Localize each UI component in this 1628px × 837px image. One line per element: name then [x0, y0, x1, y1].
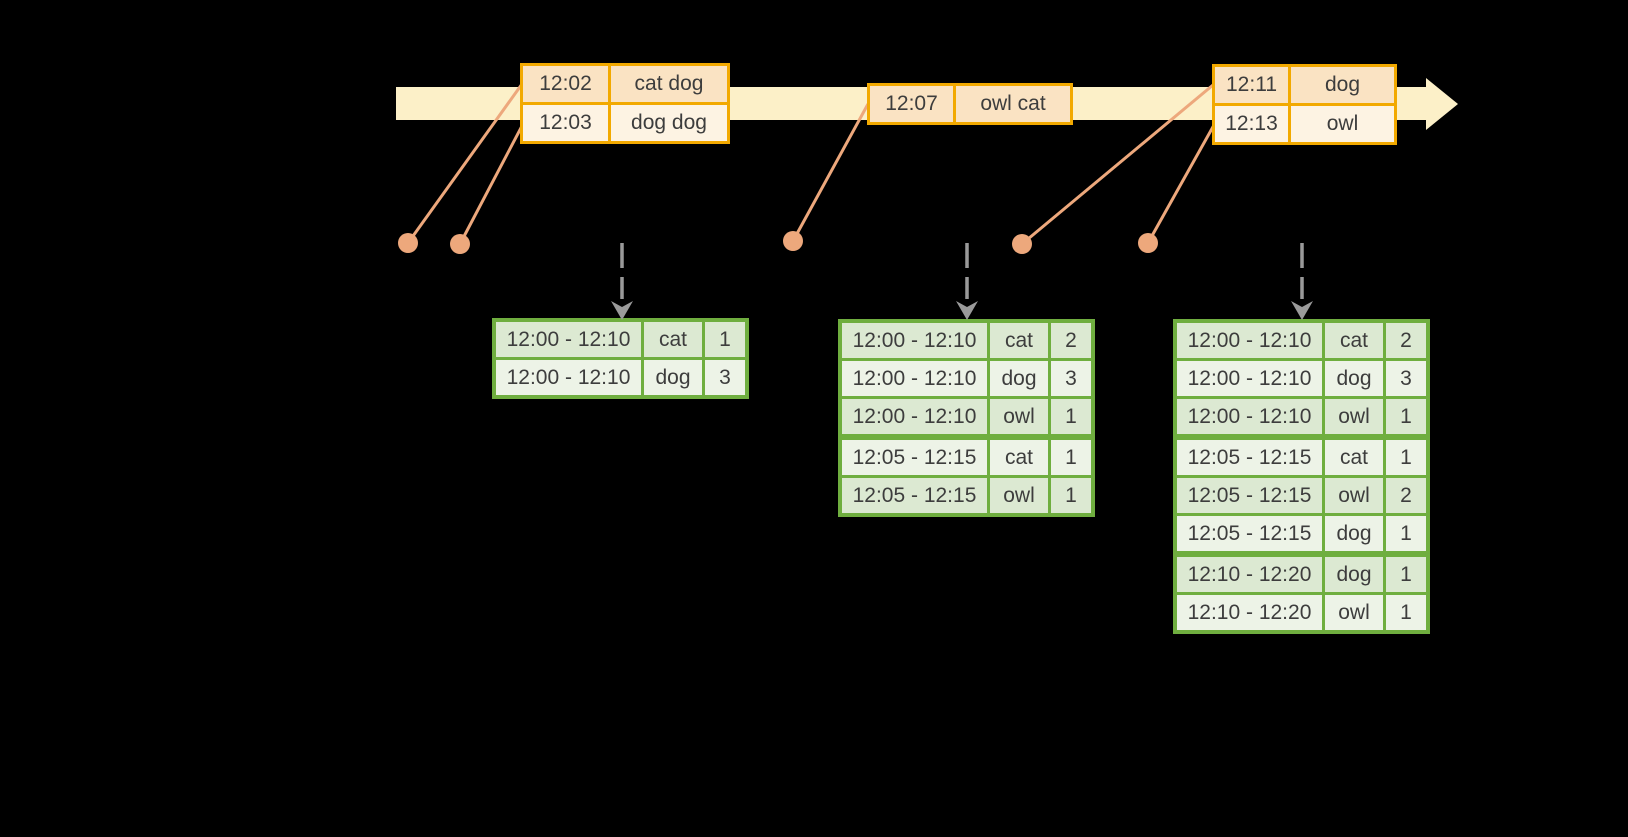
event-time-cell: 12:07: [870, 86, 953, 122]
window-cell: 12:00 - 12:10: [496, 322, 641, 357]
window-cell: 12:10 - 12:20: [1177, 595, 1322, 630]
result-row: 12:00 - 12:10 owl 1: [842, 399, 1091, 434]
count-cell: 2: [1386, 478, 1426, 513]
word-cell: cat: [990, 323, 1048, 358]
word-cell: dog: [990, 361, 1048, 396]
result-row: 12:10 - 12:20 owl 1: [1177, 595, 1426, 630]
event-table-2: 12:07 owl cat: [867, 83, 1073, 125]
result-row: 12:05 - 12:15 owl 1: [842, 478, 1091, 513]
window-cell: 12:00 - 12:10: [1177, 323, 1322, 358]
event-words-cell: dog dog: [611, 105, 727, 141]
event-dot: [1012, 234, 1032, 254]
window-cell: 12:00 - 12:10: [842, 399, 987, 434]
trigger-arrowhead-icon: [1291, 301, 1313, 320]
word-cell: cat: [990, 440, 1048, 475]
event-row: 12:13 owl: [1215, 106, 1394, 142]
word-cell: owl: [990, 478, 1048, 513]
window-cell: 12:05 - 12:15: [1177, 440, 1322, 475]
event-row: 12:03 dog dog: [523, 105, 727, 141]
window-cell: 12:10 - 12:20: [1177, 557, 1322, 592]
word-cell: cat: [644, 322, 702, 357]
event-row: 12:07 owl cat: [870, 86, 1070, 122]
event-dot: [783, 231, 803, 251]
result-row: 12:05 - 12:15 dog 1: [1177, 516, 1426, 551]
word-cell: dog: [644, 360, 702, 395]
event-table-3: 12:11 dog 12:13 owl: [1212, 64, 1397, 145]
count-cell: 1: [1386, 595, 1426, 630]
result-row: 12:00 - 12:10 cat 2: [1177, 323, 1426, 358]
count-cell: 3: [705, 360, 745, 395]
event-words-cell: owl cat: [956, 86, 1070, 122]
count-cell: 1: [1386, 399, 1426, 434]
count-cell: 2: [1386, 323, 1426, 358]
window-cell: 12:05 - 12:15: [1177, 516, 1322, 551]
count-cell: 3: [1051, 361, 1091, 396]
window-cell: 12:05 - 12:15: [842, 440, 987, 475]
window-cell: 12:00 - 12:10: [842, 361, 987, 396]
result-row: 12:00 - 12:10 dog 3: [496, 360, 745, 395]
count-cell: 1: [1051, 440, 1091, 475]
event-time-cell: 12:03: [523, 105, 608, 141]
event-connector-line: [1146, 124, 1216, 244]
event-connector-line: [791, 103, 870, 242]
count-cell: 1: [1051, 399, 1091, 434]
timeline-arrowhead-icon: [1426, 78, 1458, 130]
window-cell: 12:00 - 12:10: [496, 360, 641, 395]
count-cell: 3: [1386, 361, 1426, 396]
result-row: 12:00 - 12:10 cat 1: [496, 322, 745, 357]
result-table-2: 12:00 - 12:10 cat 2 12:00 - 12:10 dog 3 …: [838, 319, 1095, 517]
result-table-1: 12:00 - 12:10 cat 1 12:00 - 12:10 dog 3: [492, 318, 749, 399]
event-row: 12:02 cat dog: [523, 66, 727, 102]
word-cell: dog: [1325, 557, 1383, 592]
word-cell: dog: [1325, 361, 1383, 396]
trigger-arrowhead-icon: [956, 301, 978, 320]
count-cell: 2: [1051, 323, 1091, 358]
event-words-cell: cat dog: [611, 66, 727, 102]
event-row: 12:11 dog: [1215, 67, 1394, 103]
count-cell: 1: [1386, 557, 1426, 592]
event-dot: [398, 233, 418, 253]
result-row: 12:00 - 12:10 owl 1: [1177, 399, 1426, 434]
event-dot: [1138, 233, 1158, 253]
event-dot: [450, 234, 470, 254]
window-cell: 12:00 - 12:10: [1177, 361, 1322, 396]
count-cell: 1: [1051, 478, 1091, 513]
event-connector-line: [458, 123, 525, 245]
event-connector-line: [406, 83, 524, 244]
result-row: 12:00 - 12:10 dog 3: [842, 361, 1091, 396]
event-words-cell: owl: [1291, 106, 1394, 142]
result-row: 12:10 - 12:20 dog 1: [1177, 557, 1426, 592]
word-cell: owl: [990, 399, 1048, 434]
event-words-cell: dog: [1291, 67, 1394, 103]
count-cell: 1: [705, 322, 745, 357]
result-row: 12:05 - 12:15 cat 1: [1177, 440, 1426, 475]
window-cell: 12:05 - 12:15: [842, 478, 987, 513]
word-cell: cat: [1325, 440, 1383, 475]
event-time-cell: 12:13: [1215, 106, 1288, 142]
event-table-1: 12:02 cat dog 12:03 dog dog: [520, 63, 730, 144]
result-row: 12:05 - 12:15 owl 2: [1177, 478, 1426, 513]
result-row: 12:00 - 12:10 dog 3: [1177, 361, 1426, 396]
event-time-cell: 12:11: [1215, 67, 1288, 103]
count-cell: 1: [1386, 516, 1426, 551]
word-cell: dog: [1325, 516, 1383, 551]
result-row: 12:00 - 12:10 cat 2: [842, 323, 1091, 358]
count-cell: 1: [1386, 440, 1426, 475]
word-cell: owl: [1325, 478, 1383, 513]
result-table-3: 12:00 - 12:10 cat 2 12:00 - 12:10 dog 3 …: [1173, 319, 1430, 634]
word-cell: cat: [1325, 323, 1383, 358]
event-time-cell: 12:02: [523, 66, 608, 102]
word-cell: owl: [1325, 595, 1383, 630]
window-cell: 12:00 - 12:10: [1177, 399, 1322, 434]
window-cell: 12:00 - 12:10: [842, 323, 987, 358]
result-row: 12:05 - 12:15 cat 1: [842, 440, 1091, 475]
word-cell: owl: [1325, 399, 1383, 434]
window-cell: 12:05 - 12:15: [1177, 478, 1322, 513]
